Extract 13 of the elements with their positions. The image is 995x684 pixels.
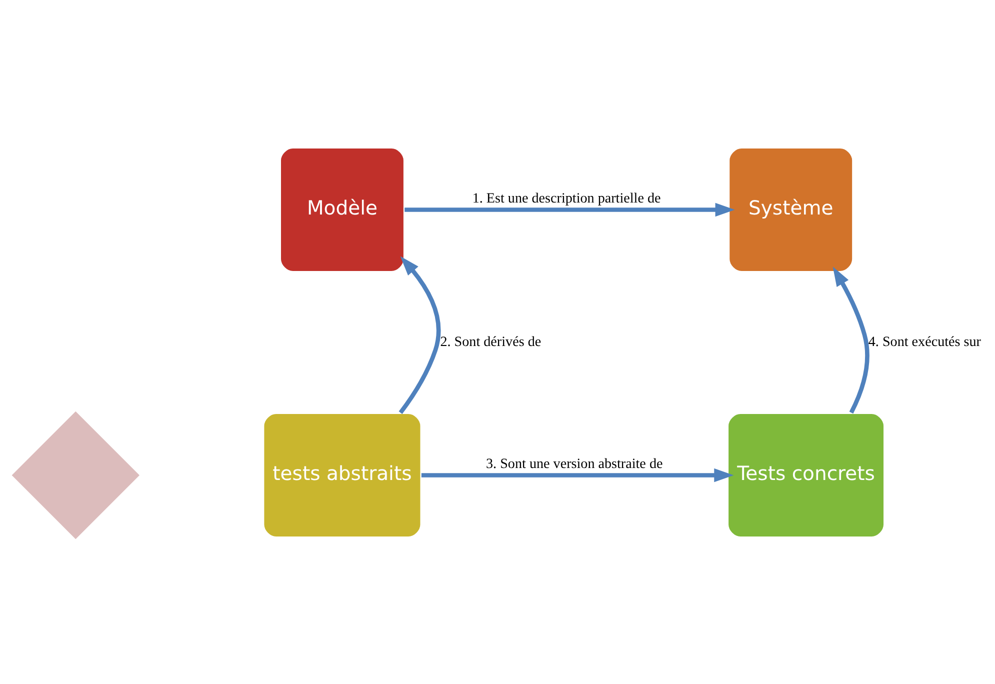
node-box: Système	[726, 146, 854, 273]
arrow	[420, 468, 734, 482]
arrow	[832, 266, 869, 414]
arrow	[398, 256, 440, 414]
edge-label: 2. Sont dérivés de	[440, 334, 541, 350]
node-box: tests abstraits	[262, 411, 422, 538]
edge-label: 4. Sont exécutés sur	[868, 334, 980, 350]
node-diamond	[11, 410, 139, 539]
arrow	[404, 202, 734, 216]
node-box: Modèle	[278, 146, 406, 273]
edge-label: 3. Sont une version abstraite de	[486, 456, 662, 472]
node-box: Tests concrets	[726, 411, 886, 538]
edge-label: 1. Est une description partielle de	[472, 190, 660, 206]
